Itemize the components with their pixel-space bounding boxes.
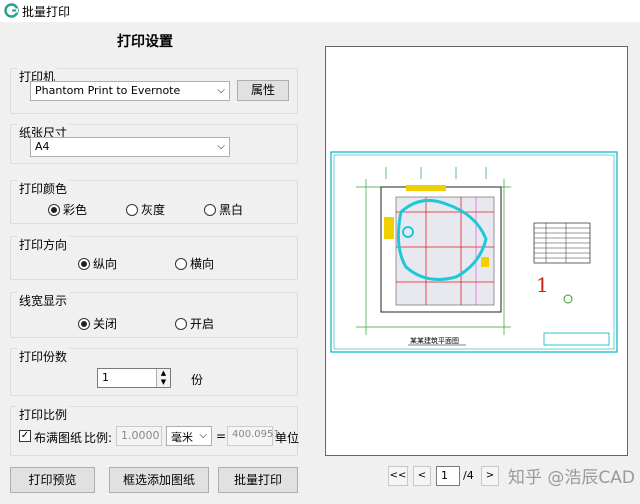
radio-label: 灰度 [141, 203, 166, 217]
lineweight-group: 线宽显示 [10, 292, 298, 338]
copies-stepper[interactable]: 1 ▲ ▼ [97, 368, 171, 388]
ratio-value: 1.0000 [121, 429, 160, 442]
drawing-frame [330, 151, 618, 353]
decrement-icon[interactable]: ▼ [157, 378, 170, 387]
radio-dot [78, 257, 90, 270]
cad-drawing-preview: 某某建筑平面图 1 [330, 151, 618, 353]
drawing-title: 某某建筑平面图 [410, 336, 459, 345]
printer-select[interactable]: Phantom Print to Evernote ⌵ [30, 81, 230, 101]
copies-unit: 份 [191, 373, 204, 387]
unit-select-value: 毫米 [171, 431, 193, 444]
next-page-button[interactable]: > [481, 466, 499, 486]
orientation-option-portrait[interactable]: 纵向 [78, 255, 117, 272]
lineweight-option-on[interactable]: 开启 [175, 315, 214, 332]
paper-select-value: A4 [35, 140, 50, 153]
radio-dot [78, 317, 90, 330]
color-label: 打印颜色 [17, 180, 70, 197]
radio-label: 彩色 [63, 203, 88, 217]
copies-label: 打印份数 [17, 348, 70, 365]
lineweight-label: 线宽显示 [17, 292, 70, 309]
ratio-label: 比例: [84, 431, 113, 445]
title-bar: 批量打印 [0, 0, 640, 22]
fit-paper-label: 布满图纸 [34, 431, 83, 445]
radio-label: 横向 [190, 257, 215, 271]
watermark-text: 知乎 @浩辰CAD [508, 468, 635, 488]
radio-label: 黑白 [219, 203, 244, 217]
prev-page-button[interactable]: < [413, 466, 431, 486]
stepper-buttons: ▲ ▼ [156, 369, 170, 387]
printer-group: 打印机 [10, 68, 298, 114]
scale-label: 打印比例 [17, 406, 70, 423]
radio-label: 纵向 [93, 257, 118, 271]
chevron-down-icon: ⌵ [217, 141, 225, 152]
orientation-option-landscape[interactable]: 横向 [175, 255, 214, 272]
page-number-input[interactable]: 1 [436, 466, 460, 486]
radio-dot [126, 203, 138, 216]
printer-label: 打印机 [17, 68, 58, 85]
print-preview-area: 某某建筑平面图 1 [325, 46, 628, 456]
unit-label: 单位 [275, 431, 300, 445]
chevron-down-icon: ⌵ [199, 430, 207, 441]
panel-title: 打印设置 [117, 34, 173, 50]
orientation-label: 打印方向 [17, 236, 70, 253]
radio-label: 关闭 [93, 317, 118, 331]
drawing-table [533, 222, 591, 264]
page-total: /4 [463, 469, 474, 482]
printer-select-value: Phantom Print to Evernote [35, 84, 181, 97]
radio-dot [175, 257, 187, 270]
fit-paper-checkbox[interactable]: ✓ [19, 430, 31, 442]
unit-select[interactable]: 毫米 ⌵ [166, 426, 212, 446]
batch-print-button[interactable]: 批量打印 [218, 467, 298, 493]
paper-select[interactable]: A4 ⌵ [30, 137, 230, 157]
app-logo-icon [4, 3, 19, 18]
chevron-down-icon: ⌵ [217, 85, 225, 96]
color-option-color[interactable]: 彩色 [48, 201, 87, 218]
lineweight-option-off[interactable]: 关闭 [78, 315, 117, 332]
color-option-grayscale[interactable]: 灰度 [126, 201, 165, 218]
ratio-input[interactable]: 1.0000 [116, 426, 162, 446]
window-title: 批量打印 [22, 5, 71, 19]
page-number-value: 1 [441, 469, 448, 482]
paper-group: 纸张尺寸 [10, 124, 298, 164]
printer-properties-button[interactable]: 属性 [237, 80, 289, 101]
scale-group: 打印比例 [10, 406, 298, 456]
print-preview-button[interactable]: 打印预览 [10, 467, 95, 493]
radio-dot [204, 203, 216, 216]
title-block [543, 332, 610, 346]
color-group: 打印颜色 [10, 180, 298, 224]
equals-sign: = [216, 429, 227, 443]
radio-label: 开启 [190, 317, 215, 331]
copies-value: 1 [102, 371, 109, 384]
north-arrow-icon [563, 294, 573, 304]
drawing-marker: 1 [536, 273, 549, 297]
result-value: 400.0951 [232, 429, 280, 440]
orientation-group: 打印方向 [10, 236, 298, 280]
paper-label: 纸张尺寸 [17, 124, 70, 141]
radio-dot [48, 203, 60, 216]
result-input[interactable]: 400.0951 [227, 426, 280, 446]
increment-icon[interactable]: ▲ [157, 369, 170, 378]
copies-group: 打印份数 [10, 348, 298, 396]
add-drawings-button[interactable]: 框选添加图纸 [109, 467, 209, 493]
first-page-button[interactable]: << [388, 466, 408, 486]
building-plan [380, 185, 502, 313]
color-option-mono[interactable]: 黑白 [204, 201, 243, 218]
radio-dot [175, 317, 187, 330]
